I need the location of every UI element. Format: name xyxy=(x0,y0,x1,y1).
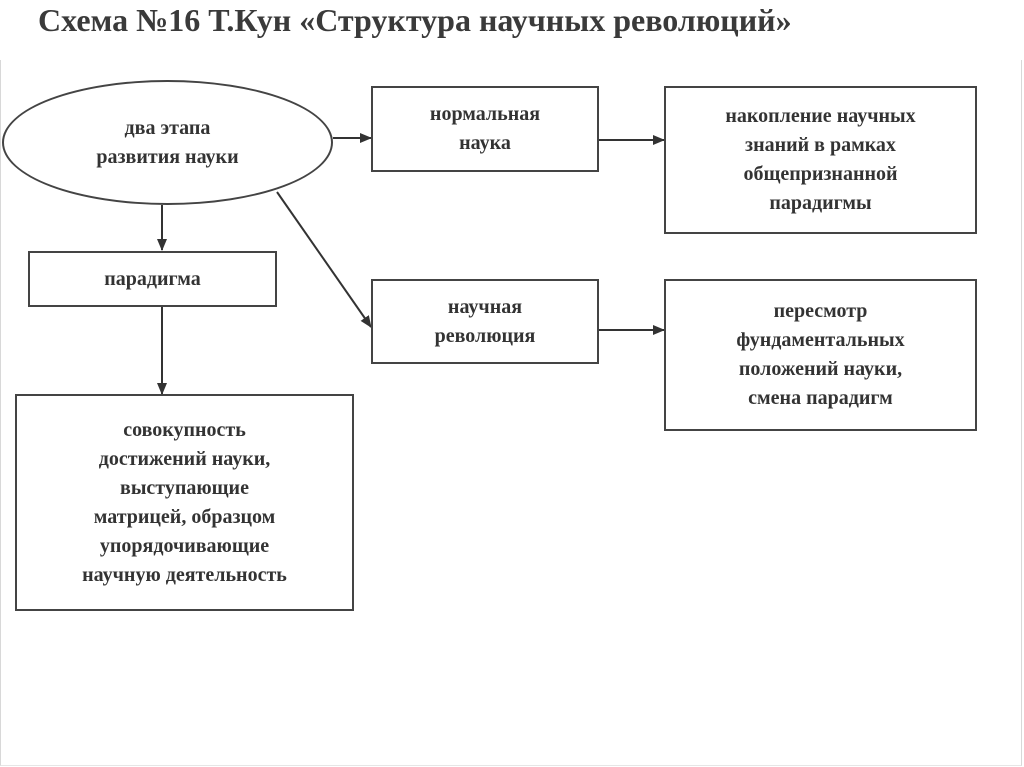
diagram-title: Схема №16 Т.Кун «Структура научных револ… xyxy=(38,2,792,38)
node-paradigm: парадигма xyxy=(28,251,277,307)
node-normal-science: нормальная наука xyxy=(371,86,599,172)
node-accumulation: накопление научных знаний в рамках общеп… xyxy=(664,86,977,234)
arrow-stages-to-revolution xyxy=(276,191,372,328)
slide-frame xyxy=(0,60,1022,766)
node-revision: пересмотр фундаментальных положений наук… xyxy=(664,279,977,431)
node-scientific-revolution: научная революция xyxy=(371,279,599,364)
node-two-stages: два этапа развития науки xyxy=(2,80,333,205)
node-paradigm-definition: совокупность достижений науки, выступающ… xyxy=(15,394,354,611)
